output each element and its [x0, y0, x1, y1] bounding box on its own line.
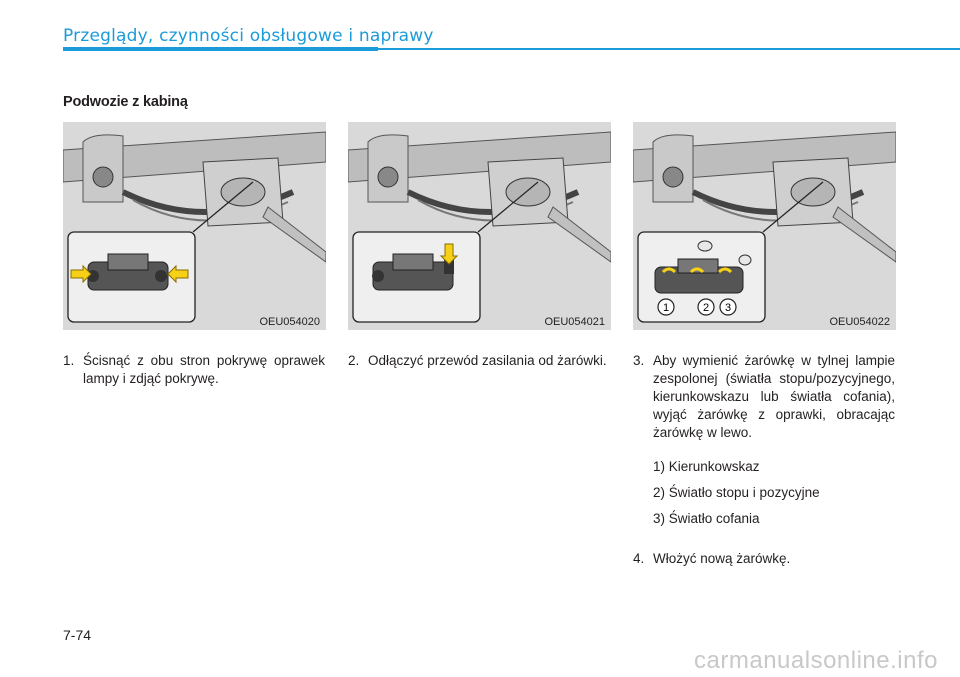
- step-4: 4. Włożyć nową żarówkę.: [633, 550, 895, 568]
- figure-1: OEU054020: [63, 122, 326, 330]
- header-rule-accent: [63, 47, 378, 51]
- figure-3-illustration: 1 2 3: [633, 122, 896, 330]
- step-number: 4.: [633, 551, 645, 566]
- list-item: 2) Światło stopu i pozycyjne: [653, 485, 820, 500]
- step-text: Odłączyć przewód zasilania od żarówki.: [368, 353, 607, 368]
- figure-1-illustration: [63, 122, 326, 330]
- header-rule: [63, 48, 960, 50]
- figure-2-illustration: [348, 122, 611, 330]
- step-1: 1. Ścisnąć z obu stron pokrywę oprawek l…: [63, 352, 325, 388]
- step-number: 3.: [633, 353, 645, 368]
- step-2: 2. Odłączyć przewód zasilania od żarówki…: [348, 352, 610, 370]
- step-3: 3. Aby wymienić żarówkę w tylnej lampie …: [633, 352, 895, 442]
- figure-3: 1 2 3 OEU054022: [633, 122, 896, 330]
- step-text: Aby wymienić żarówkę w tylnej lampie zes…: [653, 353, 895, 440]
- figure-code: OEU054021: [544, 316, 605, 328]
- step-number: 2.: [348, 353, 360, 368]
- figure-code: OEU054020: [259, 316, 320, 328]
- figure-code: OEU054022: [829, 316, 890, 328]
- page-number: 7-74: [63, 627, 92, 643]
- list-item: 3) Światło cofania: [653, 511, 760, 526]
- column-1-text: 1. Ścisnąć z obu stron pokrywę oprawek l…: [63, 352, 325, 388]
- section-title: Podwozie z kabiną: [63, 94, 188, 110]
- list-item: 1) Kierunkowskaz: [653, 459, 760, 474]
- column-3-text: 3. Aby wymienić żarówkę w tylnej lampie …: [633, 352, 895, 568]
- watermark: carmanualsonline.info: [694, 647, 938, 674]
- step-text: Ścisnąć z obu stron pokrywę oprawek lamp…: [83, 353, 325, 386]
- callout-2: 2: [703, 302, 709, 314]
- callout-3: 3: [725, 302, 731, 314]
- step-number: 1.: [63, 353, 75, 368]
- figure-2: OEU054021: [348, 122, 611, 330]
- step-text: Włożyć nową żarówkę.: [653, 551, 791, 566]
- page-header-title: Przeglądy, czynności obsługowe i naprawy: [63, 26, 434, 46]
- column-2-text: 2. Odłączyć przewód zasilania od żarówki…: [348, 352, 610, 370]
- callout-1: 1: [663, 302, 669, 314]
